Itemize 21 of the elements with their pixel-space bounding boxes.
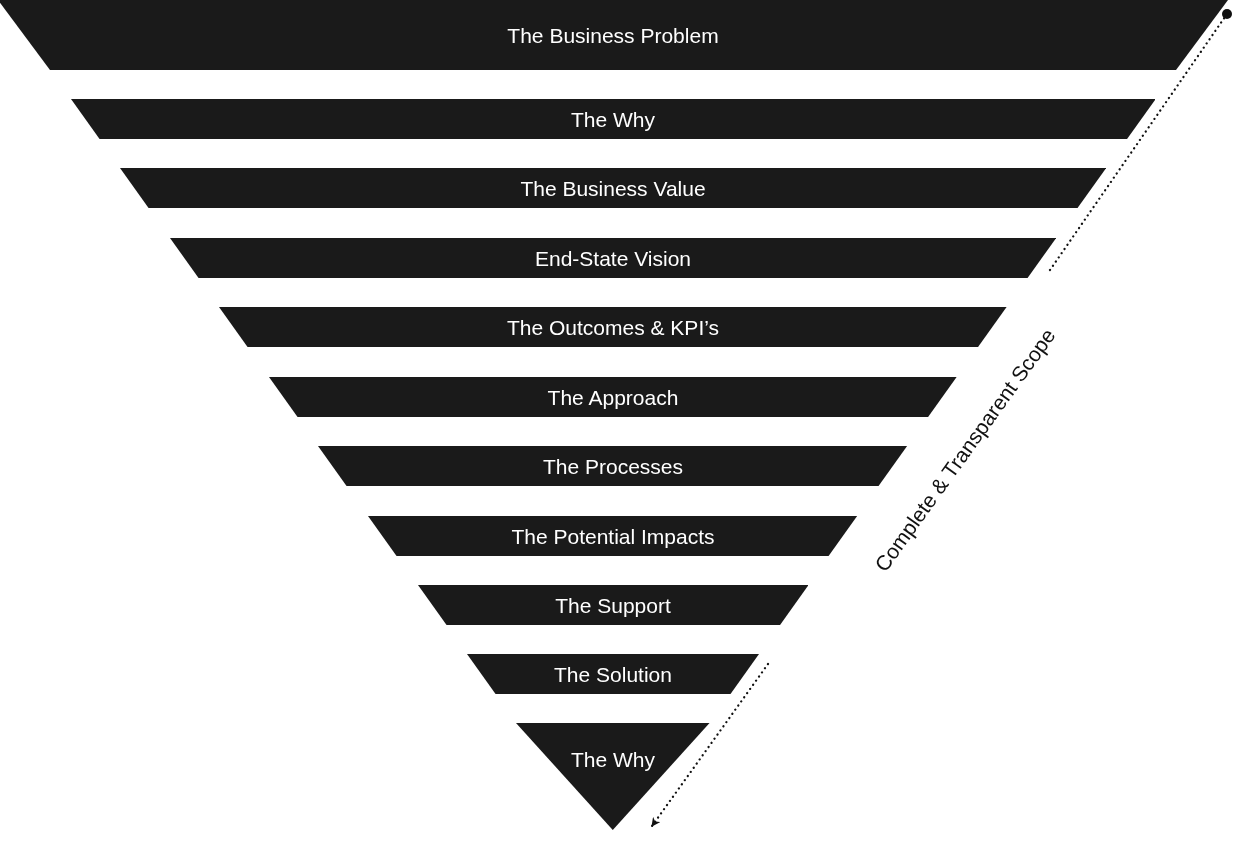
funnel-band <box>318 446 908 486</box>
band-label: The Outcomes & KPI’s <box>506 316 719 338</box>
band-label: The Business Problem <box>507 24 719 46</box>
band-label: End-State Vision <box>534 247 691 269</box>
band-label: The Potential Impacts <box>511 525 715 547</box>
funnel-band <box>119 168 1107 208</box>
triangle-segment <box>516 723 710 830</box>
band-label: The Approach <box>547 386 679 408</box>
band-label: The Support <box>555 594 671 616</box>
band-label: The Solution <box>554 663 672 685</box>
funnel-band <box>70 99 1156 139</box>
band-label: The Why <box>570 108 655 130</box>
funnel-band <box>417 585 809 625</box>
band-label: The Processes <box>542 455 683 477</box>
band-label: The Business Value <box>520 177 706 199</box>
funnel-band <box>466 654 760 694</box>
band-label: The Why <box>570 749 655 770</box>
funnel-band <box>0 0 1228 70</box>
funnel-band <box>368 516 858 556</box>
funnel-band <box>219 307 1007 347</box>
funnel-band <box>169 238 1057 278</box>
